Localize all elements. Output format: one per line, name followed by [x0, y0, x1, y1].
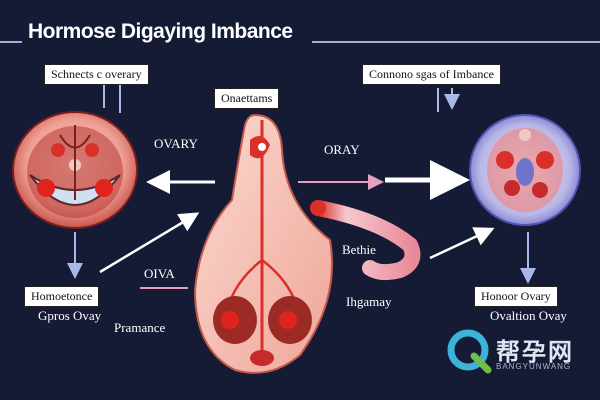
label-bottom-left-2: Pramance: [114, 320, 166, 335]
label-bottom-right-box: Honoor Ovary: [474, 286, 558, 307]
watermark-text: 帮孕网: [496, 338, 574, 366]
label-bottom-left-1: Gpros Ovay: [38, 308, 102, 323]
uterus-illustration: [193, 113, 333, 374]
label-ihgamay: Ihgamay: [346, 294, 392, 309]
label-bottom-left-box: Homoetonce: [24, 286, 100, 307]
arrow-diagonal-right: [429, 227, 495, 260]
title-rule-right: [312, 41, 600, 43]
label-bethie: Bethie: [342, 242, 376, 257]
watermark-subtext: BANGYUNWANG: [496, 362, 572, 371]
watermark-logo-icon: [447, 329, 492, 374]
label-bottom-right-1: Ovaltion Ovay: [490, 308, 567, 323]
label-left-ovary: OVARY: [154, 136, 198, 151]
arrow-diagonal-up: [99, 212, 200, 274]
fallopian-tube-illustration: [310, 200, 421, 281]
label-center-top: Onaettams: [214, 88, 280, 109]
right-ovary-illustration: [469, 114, 581, 226]
label-right-ovary: ORAY: [324, 142, 360, 157]
label-mid-ovia: OIVA: [144, 266, 175, 281]
label-top-right: Connono sgas of Imbance: [362, 64, 501, 85]
left-ovary-illustration: [12, 111, 138, 229]
diagram-title: Hormose Digaying Imbance: [28, 20, 293, 43]
label-top-left: Schnects c overary: [44, 64, 149, 85]
title-rule-left: [0, 41, 22, 43]
